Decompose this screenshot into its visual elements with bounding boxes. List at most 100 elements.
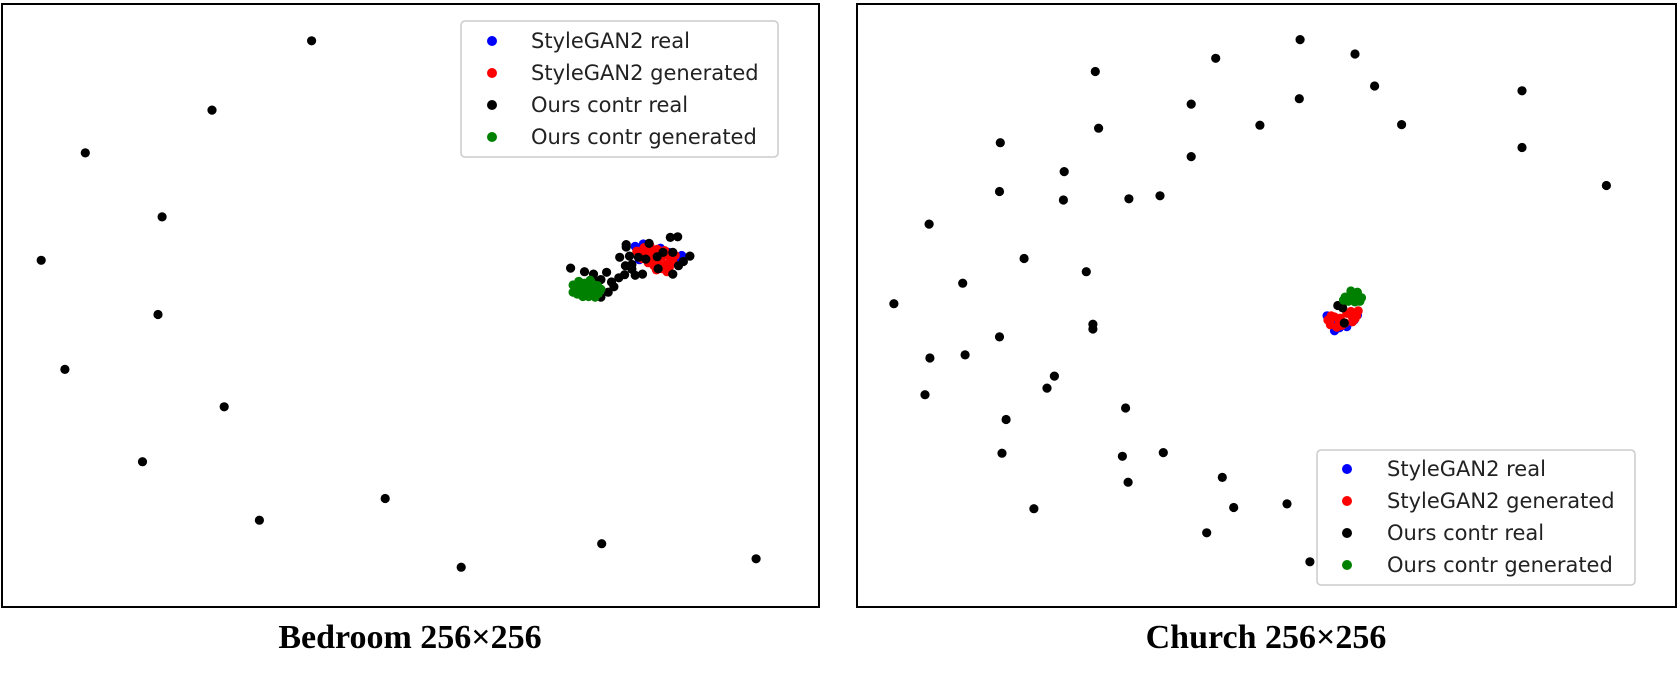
point-stylegan2-generated-12 <box>1346 306 1356 317</box>
point-ours-contr-real-13 <box>1186 152 1196 162</box>
point-ours-contr-real-38 <box>1217 472 1227 482</box>
church-legend: StyleGAN2 real StyleGAN2 generated Ours … <box>1316 449 1636 586</box>
point-ours-contr-real-5 <box>1517 86 1527 96</box>
point-ours-contr-generated-21 <box>596 284 606 294</box>
point-ours-contr-real-29 <box>633 252 644 262</box>
point-ours-contr-real-4 <box>36 255 46 265</box>
point-ours-contr-real-32 <box>1042 383 1052 393</box>
point-ours-contr-real-6 <box>60 364 70 374</box>
point-ours-contr-real-31 <box>653 264 663 274</box>
legend-marker-stylegan2-generated <box>487 68 497 78</box>
point-ours-contr-generated-17 <box>572 289 582 299</box>
point-ours-contr-real-14 <box>566 263 576 273</box>
legend-marker-ours-contr-generated <box>1342 560 1352 570</box>
point-ours-contr-real-42 <box>1282 499 1292 509</box>
legend-label-stylegan2-real: StyleGAN2 real <box>531 29 690 53</box>
point-ours-contr-real-9 <box>380 493 390 504</box>
legend-marker-ours-contr-real <box>487 100 497 110</box>
legend-label-ours-contr-real: Ours contr real <box>1387 521 1544 545</box>
church-points <box>889 35 1611 567</box>
point-ours-contr-real-30 <box>920 390 930 400</box>
legend-marker-ours-contr-real <box>1342 528 1352 538</box>
point-stylegan2-generated-14 <box>1326 311 1336 321</box>
point-ours-contr-real-45 <box>1202 528 1212 538</box>
point-ours-contr-real-3 <box>157 212 167 222</box>
point-ours-contr-real-14 <box>1517 142 1527 153</box>
bedroom-points <box>36 36 761 572</box>
point-ours-contr-real-22 <box>603 287 613 297</box>
point-ours-contr-real-9 <box>1255 120 1265 130</box>
point-ours-contr-real-31 <box>1049 371 1059 381</box>
point-stylegan2-generated-9 <box>1325 320 1335 330</box>
point-ours-contr-real-28 <box>994 332 1005 342</box>
bedroom-panel: StyleGAN2 real StyleGAN2 generated Ours … <box>1 3 820 656</box>
point-ours-contr-generated-9 <box>1352 287 1362 297</box>
legend-label-stylegan2-real: StyleGAN2 real <box>1387 457 1546 481</box>
point-ours-contr-real-48 <box>644 238 654 248</box>
point-ours-contr-real-7 <box>1294 94 1304 104</box>
point-ours-contr-real-42 <box>637 269 648 279</box>
point-ours-contr-real-48 <box>1333 300 1343 311</box>
legend-label-ours-contr-real: Ours contr real <box>531 93 688 117</box>
point-ours-contr-real-13 <box>751 554 761 564</box>
point-ours-contr-real-37 <box>668 247 678 257</box>
legend-label-ours-contr-generated: Ours contr generated <box>1387 553 1613 577</box>
point-ours-contr-real-46 <box>1339 318 1349 328</box>
point-ours-contr-real-40 <box>1123 477 1133 487</box>
point-ours-contr-real-2 <box>1350 49 1360 59</box>
point-ours-contr-generated-16 <box>590 292 600 302</box>
point-ours-contr-real-15 <box>1155 191 1165 201</box>
legend-marker-stylegan2-generated <box>1342 496 1352 506</box>
legend-label-stylegan2-generated: StyleGAN2 generated <box>531 61 759 85</box>
point-ours-contr-real-41 <box>627 259 637 270</box>
point-ours-contr-real-43 <box>630 270 640 280</box>
point-ours-contr-real-29 <box>925 353 935 363</box>
point-ours-contr-real-21 <box>889 299 899 309</box>
point-ours-contr-real-27 <box>624 251 635 261</box>
point-ours-contr-real-20 <box>620 270 630 280</box>
point-ours-contr-real-35 <box>678 256 689 267</box>
point-ours-contr-real-11 <box>995 138 1005 148</box>
point-ours-contr-real-40 <box>621 240 631 250</box>
point-ours-contr-real-8 <box>1094 123 1104 133</box>
point-ours-contr-real-12 <box>597 539 607 549</box>
point-ours-contr-real-12 <box>1059 167 1069 177</box>
point-ours-contr-real-47 <box>615 252 625 262</box>
bedroom-legend: StyleGAN2 real StyleGAN2 generated Ours … <box>460 20 779 158</box>
church-caption: Church 256×256 <box>1146 619 1387 656</box>
legend-label-ours-contr-generated: Ours contr generated <box>531 125 757 149</box>
point-ours-contr-real-26 <box>1088 319 1098 329</box>
church-legend-box <box>1316 449 1636 586</box>
point-ours-contr-real-25 <box>609 282 619 292</box>
point-stylegan2-generated-15 <box>1347 317 1358 327</box>
point-ours-contr-generated-19 <box>574 276 584 286</box>
point-ours-contr-real-11 <box>456 562 466 572</box>
point-ours-contr-real-1 <box>207 105 217 115</box>
point-ours-contr-real-19 <box>1058 195 1068 205</box>
point-ours-contr-real-20 <box>924 219 934 229</box>
legend-marker-ours-contr-generated <box>487 132 497 142</box>
legend-label-stylegan2-generated: StyleGAN2 generated <box>1387 489 1615 513</box>
point-ours-contr-real-44 <box>1305 557 1315 567</box>
point-ours-contr-real-49 <box>652 252 662 262</box>
point-ours-contr-real-5 <box>153 309 163 320</box>
point-ours-contr-real-16 <box>1601 180 1611 191</box>
point-ours-contr-generated-7 <box>1338 295 1349 305</box>
point-ours-contr-real-39 <box>673 232 683 242</box>
point-ours-contr-real-17 <box>994 186 1005 197</box>
point-ours-contr-real-38 <box>665 232 675 242</box>
bedroom-caption: Bedroom 256×256 <box>278 619 541 656</box>
point-ours-contr-generated-6 <box>1355 296 1365 306</box>
point-ours-contr-real-15 <box>579 267 590 277</box>
point-ours-contr-generated-20 <box>585 275 595 285</box>
point-ours-contr-real-1 <box>1211 53 1221 63</box>
point-ours-contr-real-8 <box>137 457 148 467</box>
point-ours-contr-real-18 <box>1124 194 1134 204</box>
point-ours-contr-real-41 <box>1229 502 1239 513</box>
point-ours-contr-real-24 <box>1081 267 1091 277</box>
point-ours-contr-real-33 <box>668 269 678 279</box>
point-ours-contr-real-34 <box>1001 414 1011 425</box>
point-ours-contr-real-10 <box>1397 120 1407 130</box>
church-panel: StyleGAN2 real StyleGAN2 generated Ours … <box>856 3 1677 656</box>
